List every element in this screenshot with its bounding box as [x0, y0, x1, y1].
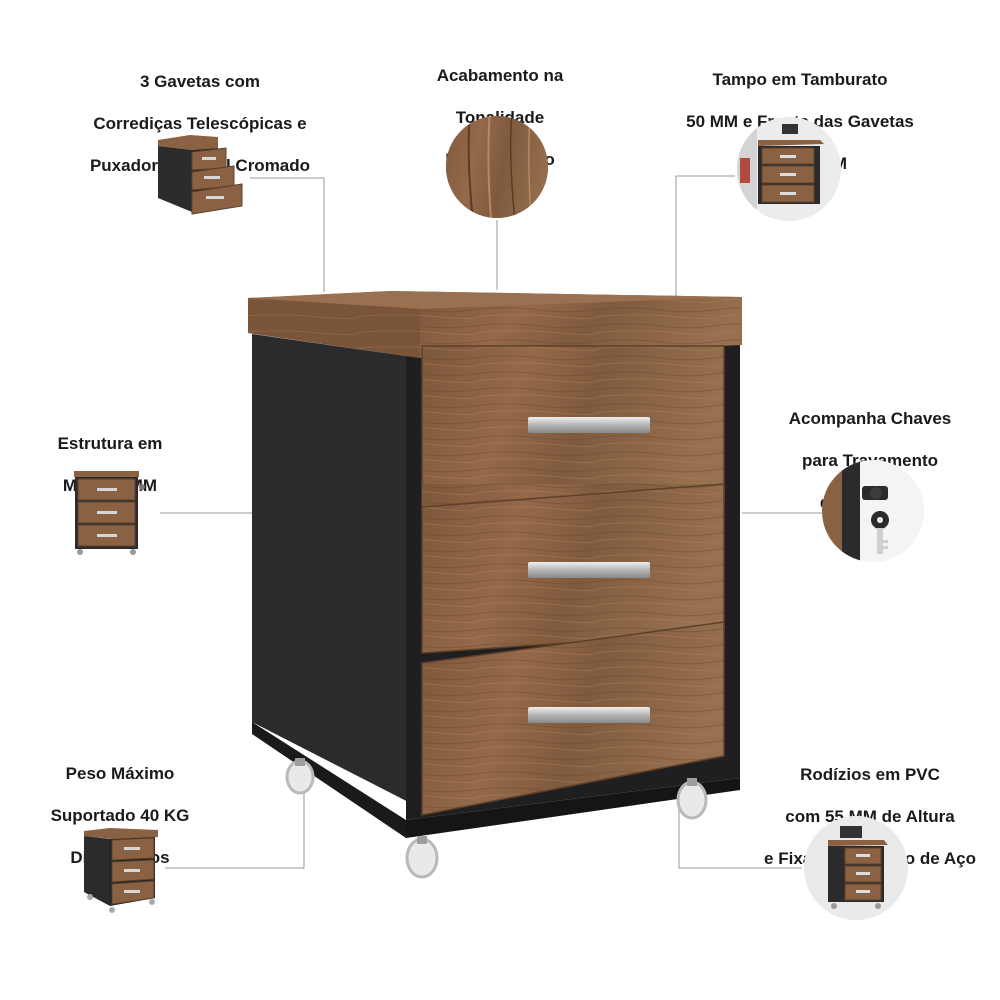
main-cabinet [248, 291, 742, 879]
wood-swatch [446, 116, 548, 218]
cabinet-side-thumbnail [84, 828, 158, 913]
office-scene-thumbnail [737, 117, 841, 221]
drawer-top [421, 345, 725, 508]
drawer-handle [528, 707, 650, 723]
leader-lines [160, 175, 822, 869]
drawer-bottom [421, 621, 725, 816]
caster-scene-thumbnail [804, 816, 908, 920]
drawer-handle [528, 417, 650, 433]
cabinet-front-thumbnail [74, 471, 145, 555]
lock-key-icon [822, 460, 924, 562]
open-drawers-thumbnail [158, 135, 243, 215]
drawer-handle [528, 562, 650, 578]
drawer-middle [421, 483, 725, 654]
